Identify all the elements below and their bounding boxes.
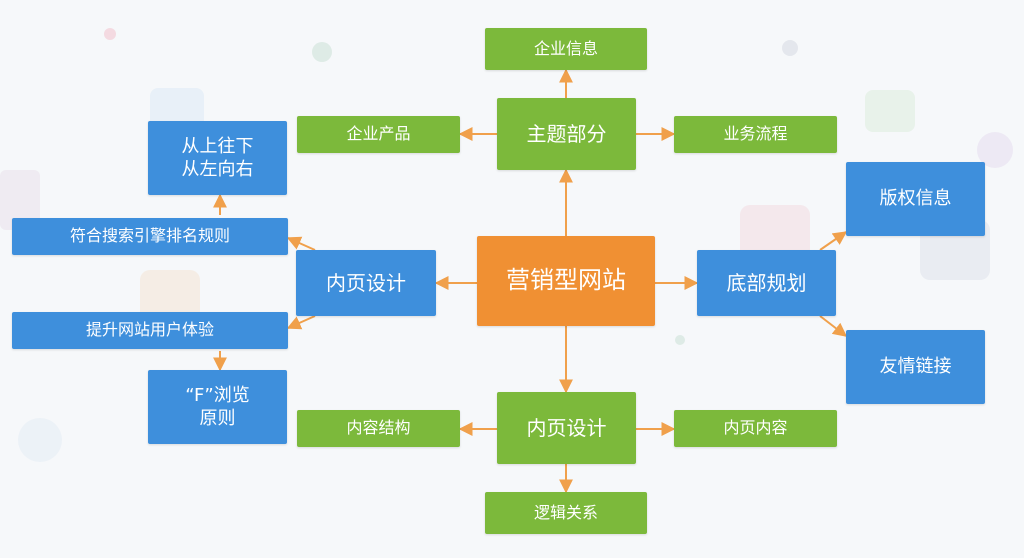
connector-right-copyright	[819, 231, 848, 251]
top-child-info: 企业信息	[485, 28, 647, 70]
left-rule-f-line-1: “F”浏览	[185, 384, 250, 406]
left-rule-order: 从上往下 从左向右	[148, 121, 287, 195]
left-rule-f-line-2: 原则	[199, 408, 236, 429]
left-rule-order-line-1: 从上往下	[181, 135, 254, 157]
left-child-ux: 提升网站用户体验	[12, 312, 288, 349]
center-node: 营销型网站	[477, 236, 655, 326]
bottom-child-content: 内页内容	[674, 410, 837, 447]
bottom-branch-node: 内页设计	[497, 392, 636, 464]
top-child-products: 企业产品	[297, 116, 460, 153]
left-rule-order-line-2: 从左向右	[181, 159, 254, 180]
right-child-copyright: 版权信息	[846, 162, 985, 236]
left-rule-f-pattern: “F”浏览 原则	[148, 370, 287, 444]
right-branch-node: 底部规划	[697, 250, 836, 316]
top-child-process: 业务流程	[674, 116, 837, 153]
bottom-child-structure: 内容结构	[297, 410, 460, 447]
connector-left-ux	[286, 315, 316, 330]
left-child-seo: 符合搜索引擎排名规则	[12, 218, 288, 255]
top-branch-node: 主题部分	[497, 98, 636, 170]
connector-left-seo	[286, 236, 316, 251]
bottom-child-logic: 逻辑关系	[485, 492, 647, 534]
connector-right-links	[819, 315, 848, 337]
left-branch-node: 内页设计	[296, 250, 436, 316]
right-child-links: 友情链接	[846, 330, 985, 404]
